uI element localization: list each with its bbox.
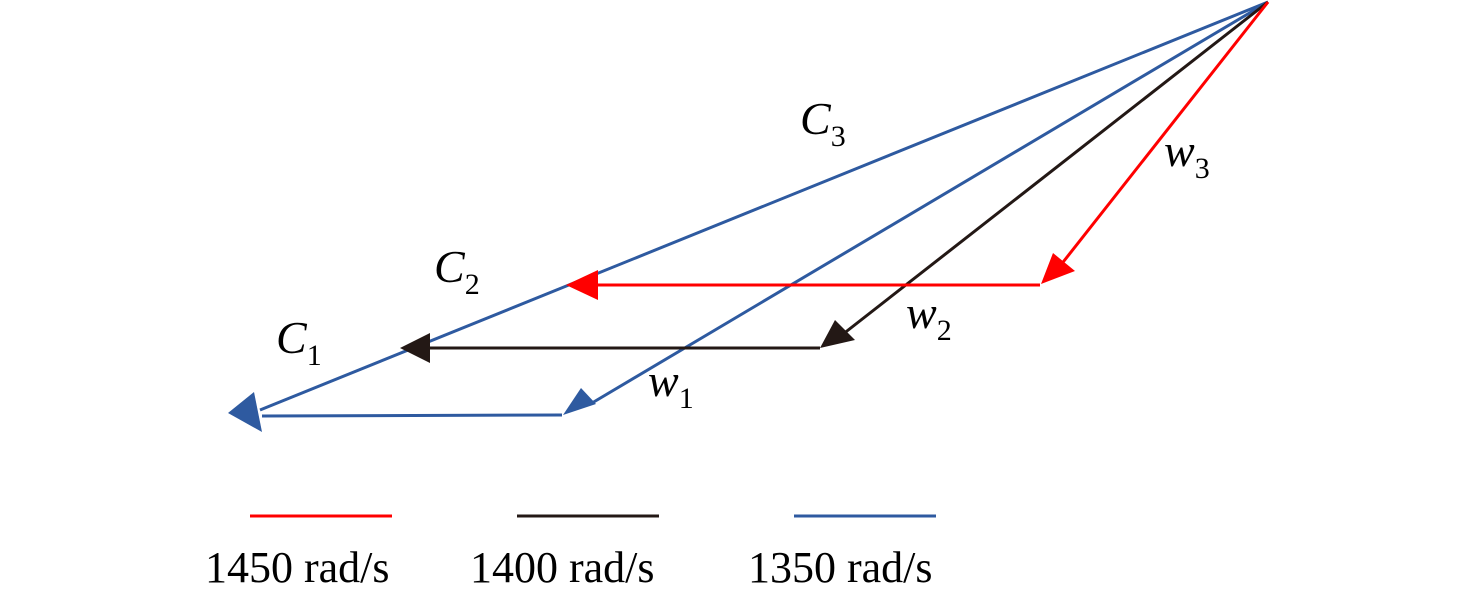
arrowhead-c3 xyxy=(566,270,598,300)
legend: 1450 rad/s 1400 rad/s 1350 rad/s xyxy=(205,514,936,592)
legend-label-1350: 1350 rad/s xyxy=(748,543,933,592)
vector-group-1450 xyxy=(566,1,1270,300)
arrowhead-c2 xyxy=(400,333,430,363)
vector-group-1350 xyxy=(228,0,1269,432)
arrowhead-w3 xyxy=(1041,253,1075,284)
legend-label-1400: 1400 rad/s xyxy=(470,543,655,592)
vector-w2-line xyxy=(837,0,1269,340)
label-w1: w1 xyxy=(648,355,694,415)
arrowhead-w1 xyxy=(563,388,596,415)
label-w2: w2 xyxy=(906,287,952,347)
vector-u1-line xyxy=(261,413,563,418)
label-c2: C2 xyxy=(434,241,480,301)
label-c3: C3 xyxy=(800,93,846,153)
arrowhead-c1 xyxy=(228,392,262,432)
label-w3: w3 xyxy=(1164,125,1210,185)
vector-w3-line xyxy=(1058,1,1270,267)
arrowhead-w2 xyxy=(820,320,855,348)
vector-w1-line xyxy=(591,0,1269,405)
vector-group-1400 xyxy=(400,0,1269,363)
legend-label-1450: 1450 rad/s xyxy=(205,543,390,592)
label-c1: C1 xyxy=(276,312,322,372)
